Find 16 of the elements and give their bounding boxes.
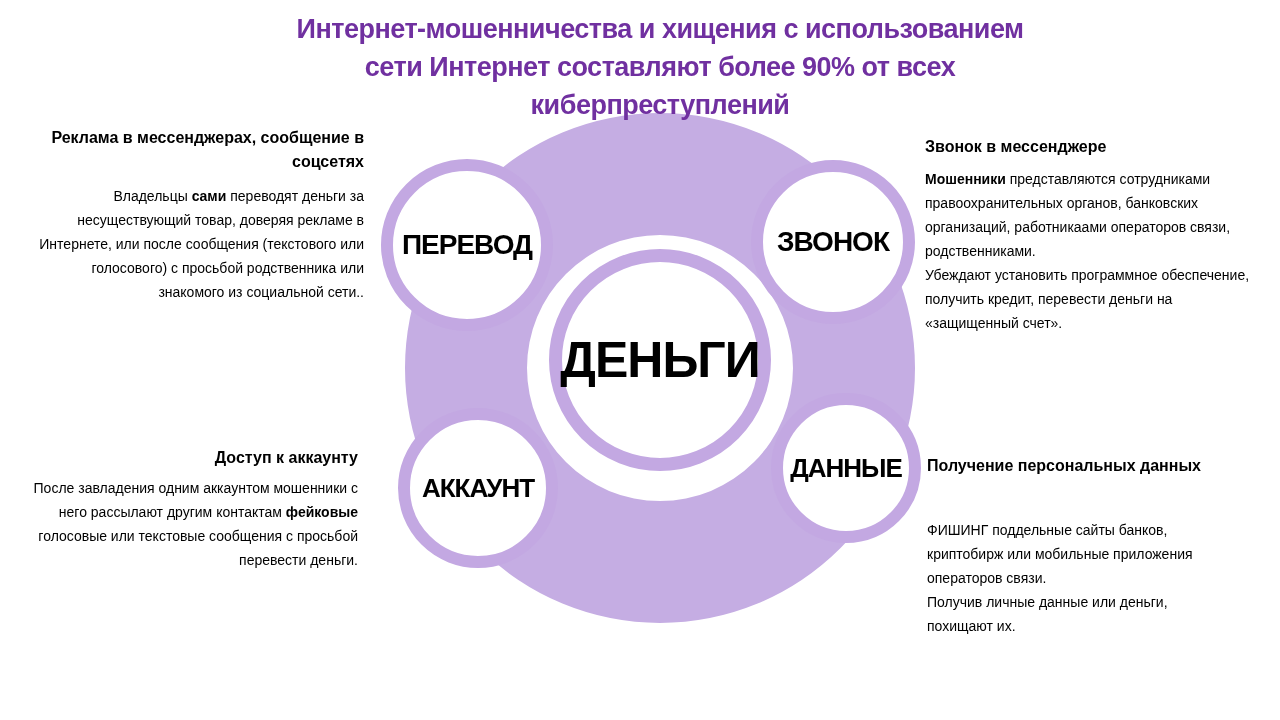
circle-label: АККАУНТ bbox=[421, 472, 535, 504]
side-text: Убеждают установить программное обеспечение, получить кредит, перевести деньги на «защищенный счет». bbox=[925, 266, 1251, 333]
side-text: Получив личные данные или деньги, похищают их. bbox=[927, 593, 1169, 636]
side-heading: Звонок в мессенджере bbox=[925, 137, 1108, 157]
side-heading: Получение персональных данных bbox=[927, 456, 1202, 476]
side-heading: Реклама в мессенджерах, сообщение в соцсетях bbox=[50, 128, 364, 172]
side-text: Владельцы сами переводят деньги за несуществующий товар, доверяя рекламе в Интернете, или после сообщения (текстового или голосового) с просьбой родственника или знакомого из социальной сети.. bbox=[38, 187, 364, 302]
side-text: После завладения одним аккаунтом мошенники с него рассылают другим контактам фейковые голосовые или текстовые сообщения с просьбой перевести деньги. bbox=[32, 479, 358, 570]
circle-label: ДЕНЬГИ bbox=[560, 331, 760, 389]
circle-label: ЗВОНОК bbox=[777, 226, 889, 258]
title: Интернет-мошенничества и хищения с использованием сети Интернет составляют более 90% от всех киберпреступлений bbox=[295, 13, 1025, 122]
side-heading: Доступ к аккаунту bbox=[213, 448, 358, 468]
side-text: Мошенники представляются сотрудниками правоохранительных органов, банковских организаций, работникаами операторов связи, родственниками. bbox=[925, 170, 1232, 261]
side-text: ФИШИНГ поддельные сайты банков, криптобирж или мобильные приложения операторов связи. bbox=[927, 521, 1194, 588]
circle-label: ПЕРЕВОД bbox=[401, 229, 532, 261]
circle-label: ДАННЫЕ bbox=[790, 452, 902, 484]
